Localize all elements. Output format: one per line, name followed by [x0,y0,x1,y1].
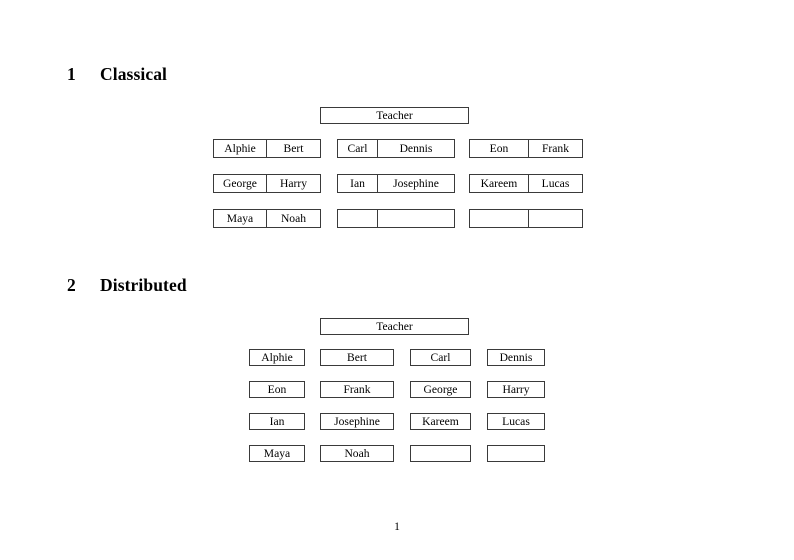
student-cell-empty [469,209,529,228]
student-box: Frank [320,381,394,398]
student-box: Josephine [320,413,394,430]
section-number: 2 [67,275,76,295]
student-box: Bert [320,349,394,366]
table-row: Ian Josephine [337,174,455,193]
student-box: Alphie [249,349,305,366]
classical-student-group-2: Eon Frank Kareem Lucas [469,139,583,228]
student-cell: Maya [213,209,267,228]
row-spacer [337,157,455,175]
student-box: Carl [410,349,471,366]
student-cell: Harry [266,174,321,193]
student-cell: Bert [266,139,321,158]
student-cell: Noah [266,209,321,228]
student-cell: Carl [337,139,378,158]
section-number: 1 [67,64,76,84]
student-box: Lucas [487,413,545,430]
student-cell: Alphie [213,139,267,158]
section-heading-distributed: 2 Distributed [67,275,187,295]
table-row: Kareem Lucas [469,174,583,193]
student-box: Eon [249,381,305,398]
classical-student-group-0: Alphie Bert George Harry Maya Noah [213,139,321,228]
row-spacer [469,192,583,210]
student-cell: Ian [337,174,378,193]
student-cell-empty [528,209,583,228]
student-box: Ian [249,413,305,430]
student-box: George [410,381,471,398]
page-number: 1 [394,520,400,533]
student-cell: Josephine [377,174,455,193]
student-cell: Kareem [469,174,529,193]
table-row [469,209,583,228]
student-box-empty [487,445,545,462]
row-spacer [469,157,583,175]
student-box: Kareem [410,413,471,430]
student-box: Harry [487,381,545,398]
table-row: Alphie Bert [213,139,321,158]
student-cell: George [213,174,267,193]
teacher-box-classical: Teacher [320,107,469,124]
teacher-box-distributed: Teacher [320,318,469,335]
student-box: Maya [249,445,305,462]
classical-student-group-1: Carl Dennis Ian Josephine [337,139,455,228]
table-row: Maya Noah [213,209,321,228]
student-cell: Eon [469,139,529,158]
student-box-empty [410,445,471,462]
table-row: Eon Frank [469,139,583,158]
row-spacer [213,192,321,210]
student-cell: Dennis [377,139,455,158]
row-spacer [337,192,455,210]
row-spacer [213,157,321,175]
student-cell-empty [377,209,455,228]
section-title: Distributed [100,275,187,295]
section-heading-classical: 1 Classical [67,64,168,84]
student-cell-empty [337,209,378,228]
student-cell: Frank [528,139,583,158]
student-box: Dennis [487,349,545,366]
section-title: Classical [100,64,168,84]
student-box: Noah [320,445,394,462]
table-row: Carl Dennis [337,139,455,158]
table-row: George Harry [213,174,321,193]
student-cell: Lucas [528,174,583,193]
table-row [337,209,455,228]
